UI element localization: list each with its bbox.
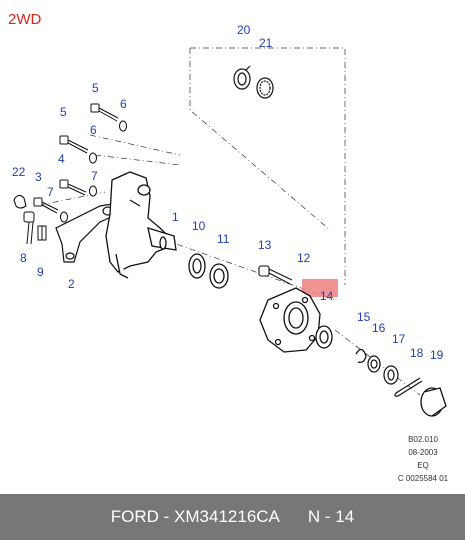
washer-15 xyxy=(355,348,367,364)
snap-ring-20 xyxy=(233,65,251,90)
wheel-stud-13 xyxy=(258,265,293,285)
callout-11: 11 xyxy=(217,232,230,246)
highlight-box xyxy=(302,279,338,297)
callout-8: 8 xyxy=(20,251,27,265)
clip-22 xyxy=(13,194,27,209)
bearing-11 xyxy=(209,263,229,289)
reference-eq: EQ xyxy=(417,461,429,470)
callout-4: 4 xyxy=(58,152,65,166)
callout-15: 15 xyxy=(357,310,371,324)
seal-10 xyxy=(188,253,206,279)
grease-cap-19 xyxy=(420,387,447,417)
callout-9: 9 xyxy=(37,265,44,279)
hub-flange-12 xyxy=(259,287,321,353)
callout-20: 20 xyxy=(237,23,251,37)
callout-22: 22 xyxy=(12,165,26,179)
callouts: 1 2 3 4 5 5 6 6 7 7 8 9 10 11 12 13 14 1… xyxy=(12,23,444,362)
callout-2: 2 xyxy=(68,277,75,291)
callout-7b: 7 xyxy=(91,169,98,183)
callout-3: 3 xyxy=(35,170,42,184)
callout-17: 17 xyxy=(392,332,406,346)
nut-16 xyxy=(367,355,381,373)
footer-page-number: N - 14 xyxy=(307,507,355,526)
callout-5b: 5 xyxy=(60,105,67,119)
exploded-parts-diagram: 2WD xyxy=(8,11,449,483)
footer-bar: FORD - XM341216CA N - 14 xyxy=(0,494,465,540)
bolts-group xyxy=(33,103,127,223)
callout-7a: 7 xyxy=(47,185,54,199)
reference-block: B02.010 08-2003 EQ C 0025584 01 xyxy=(398,435,449,483)
bearing-14 xyxy=(315,325,333,349)
bolt-8-9 xyxy=(23,211,47,245)
ring-21 xyxy=(256,77,274,99)
reference-code: B02.010 xyxy=(408,435,438,444)
cotter-pin-18 xyxy=(394,377,423,397)
retainer-17 xyxy=(383,365,399,385)
callout-6a: 6 xyxy=(120,97,127,111)
steering-knuckle-1 xyxy=(105,171,177,279)
variant-label: 2WD xyxy=(8,11,42,28)
callout-10: 10 xyxy=(192,219,206,233)
callout-18: 18 xyxy=(410,346,424,360)
callout-14: 14 xyxy=(320,289,334,303)
reference-number: C 0025584 01 xyxy=(398,474,449,483)
reference-date: 08-2003 xyxy=(408,448,438,457)
callout-5a: 5 xyxy=(92,81,99,95)
callout-1: 1 xyxy=(172,210,179,224)
callout-21: 21 xyxy=(259,36,273,50)
callout-12: 12 xyxy=(297,251,311,265)
callout-6b: 6 xyxy=(90,123,97,137)
callout-13: 13 xyxy=(258,238,272,252)
footer-part-number: FORD - XM341216CA xyxy=(110,507,280,526)
callout-16: 16 xyxy=(372,321,386,335)
callout-19: 19 xyxy=(430,348,444,362)
